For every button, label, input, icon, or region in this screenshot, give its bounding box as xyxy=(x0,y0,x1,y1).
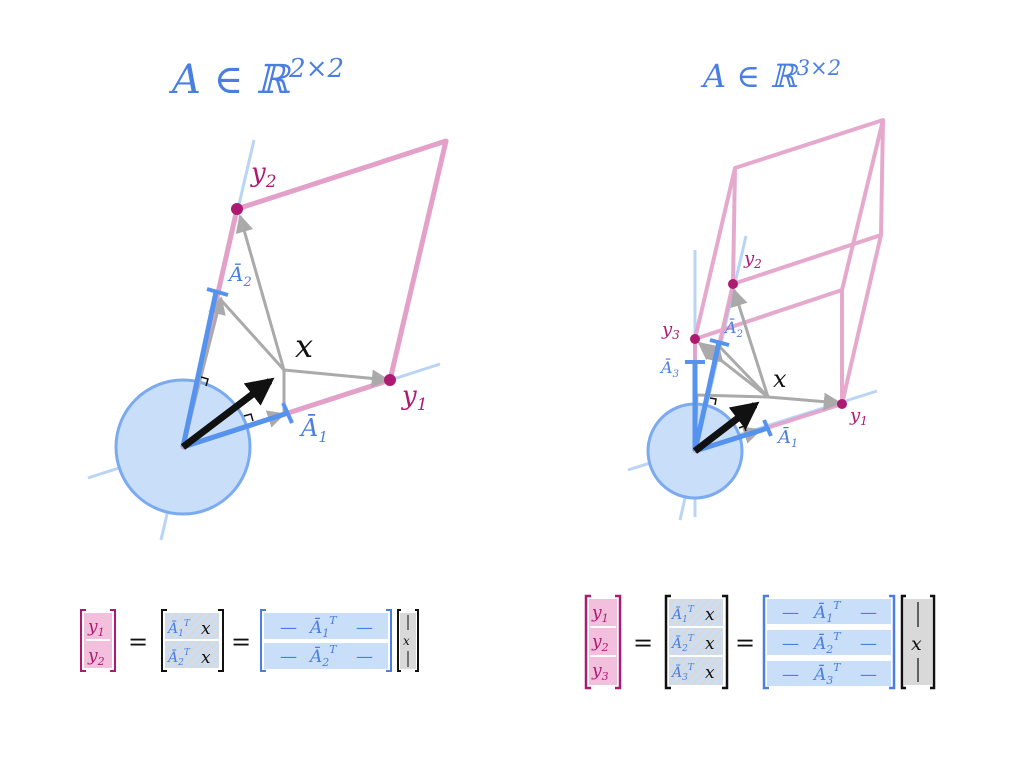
left-eq-equals-2: = xyxy=(231,628,251,656)
right-point-y1 xyxy=(837,399,847,409)
right-label-a2: Ā2 xyxy=(723,317,743,340)
left-image-arrow-2 xyxy=(235,214,286,371)
left-title-main: A ∈ ℝ xyxy=(168,57,292,103)
right-label-a1: Ā1 xyxy=(776,425,798,450)
left-label-a1: Ā1 xyxy=(299,414,328,446)
right-row-vector-a1-tick xyxy=(762,419,773,437)
svg-text:—: — xyxy=(280,647,297,667)
left-right-angle-1 xyxy=(200,376,209,387)
left-output-parallelogram xyxy=(180,138,449,450)
left-proj-line-a xyxy=(219,298,286,372)
svg-text:—: — xyxy=(356,647,373,667)
svg-text:x: x xyxy=(911,633,922,655)
left-row-vector-a2 xyxy=(180,291,219,448)
left-eq-row-matrix: — Ā1T — — Ā2T — xyxy=(260,609,392,672)
svg-text:x: x xyxy=(201,648,211,668)
left-label-y2: y2 xyxy=(250,158,277,192)
right-eq-equals-1: = xyxy=(633,629,653,657)
right-output-parallelepiped xyxy=(693,118,885,453)
left-eq-inner-matrix: Ā1T x Ā2T x xyxy=(161,609,224,672)
svg-text:—: — xyxy=(782,665,799,685)
right-image-arrow-1 xyxy=(767,392,842,411)
svg-text:—: — xyxy=(782,603,799,623)
right-label-y3: y3 xyxy=(661,319,680,342)
left-panel: A ∈ ℝ2×2 y2 y1 x Ā2 Ā1 xyxy=(87,54,449,541)
left-title-sup: 2×2 xyxy=(288,54,344,84)
right-right-angle-1 xyxy=(709,397,717,406)
left-image-arrow-1 xyxy=(283,368,390,388)
right-point-y2 xyxy=(728,279,738,289)
svg-text:—: — xyxy=(860,634,877,654)
svg-text:y3: y3 xyxy=(591,661,609,683)
svg-text:y1: y1 xyxy=(87,617,105,639)
right-right-angle-2 xyxy=(738,425,747,432)
right-image-arrow-3 xyxy=(697,341,769,399)
right-title-sup: 3×2 xyxy=(797,56,841,80)
left-label-y1: y1 xyxy=(401,381,428,415)
right-panel: A ∈ ℝ3×2 xyxy=(627,56,885,521)
right-eq-row-matrix: — Ā1T — — Ā2T — — Ā3T — xyxy=(762,594,896,690)
left-row-vector-a1-tick xyxy=(281,402,294,424)
svg-text:—: — xyxy=(356,618,373,638)
right-label-y2: y2 xyxy=(743,248,762,271)
svg-text:y2: y2 xyxy=(87,646,105,668)
left-equation: y1 y2 = Ā1T x Ā2T x = — Ā1T — — Ā2T — xyxy=(80,609,419,672)
left-label-a2: Ā2 xyxy=(227,262,252,290)
left-point-y2 xyxy=(231,203,243,215)
left-eq-equals-1: = xyxy=(128,628,148,656)
right-label-y1: y1 xyxy=(849,405,868,428)
right-eq-y-vector: y1 y2 y3 xyxy=(584,594,622,690)
right-title-main: A ∈ ℝ xyxy=(700,57,799,95)
right-row-vector-a2-tick xyxy=(709,338,730,347)
right-eq-x-column: x xyxy=(900,594,936,690)
svg-text:—: — xyxy=(860,603,877,623)
left-input-vector-x xyxy=(180,377,275,450)
right-row-vector-a1 xyxy=(694,425,769,454)
right-label-a3: Ā3 xyxy=(659,357,679,380)
left-point-y1 xyxy=(384,374,396,386)
right-input-vector-x xyxy=(692,401,760,454)
svg-text:x: x xyxy=(705,663,715,683)
right-label-x: x xyxy=(773,365,787,393)
left-row-vector-a1 xyxy=(182,410,289,450)
left-eq-x-column: x xyxy=(397,609,419,672)
left-row-vector-a2-tick xyxy=(206,287,229,297)
right-image-arrow-2 xyxy=(730,288,770,398)
right-eq-inner-matrix: Ā1T x Ā2T x Ā3T x xyxy=(664,594,729,690)
svg-text:y2: y2 xyxy=(591,632,609,654)
right-point-y3 xyxy=(690,334,700,344)
svg-text:—: — xyxy=(860,665,877,685)
svg-text:y1: y1 xyxy=(591,603,609,625)
svg-text:—: — xyxy=(782,634,799,654)
svg-text:x: x xyxy=(201,619,211,639)
svg-text:x: x xyxy=(403,634,410,648)
left-title: A ∈ ℝ2×2 xyxy=(168,54,344,103)
right-equation: y1 y2 y3 = Ā1T x Ā2T x Ā3T x = — Ā1T xyxy=(584,594,936,690)
svg-text:x: x xyxy=(705,634,715,654)
right-row-vector-a2 xyxy=(692,341,722,452)
left-label-x: x xyxy=(295,327,313,365)
svg-text:x: x xyxy=(705,605,715,625)
left-right-angle-2 xyxy=(243,413,254,422)
right-eq-equals-2: = xyxy=(735,629,755,657)
left-eq-y-vector: y1 y2 xyxy=(80,609,116,672)
right-title: A ∈ ℝ3×2 xyxy=(700,56,841,95)
right-proj-line-a xyxy=(716,343,770,399)
svg-text:—: — xyxy=(280,618,297,638)
